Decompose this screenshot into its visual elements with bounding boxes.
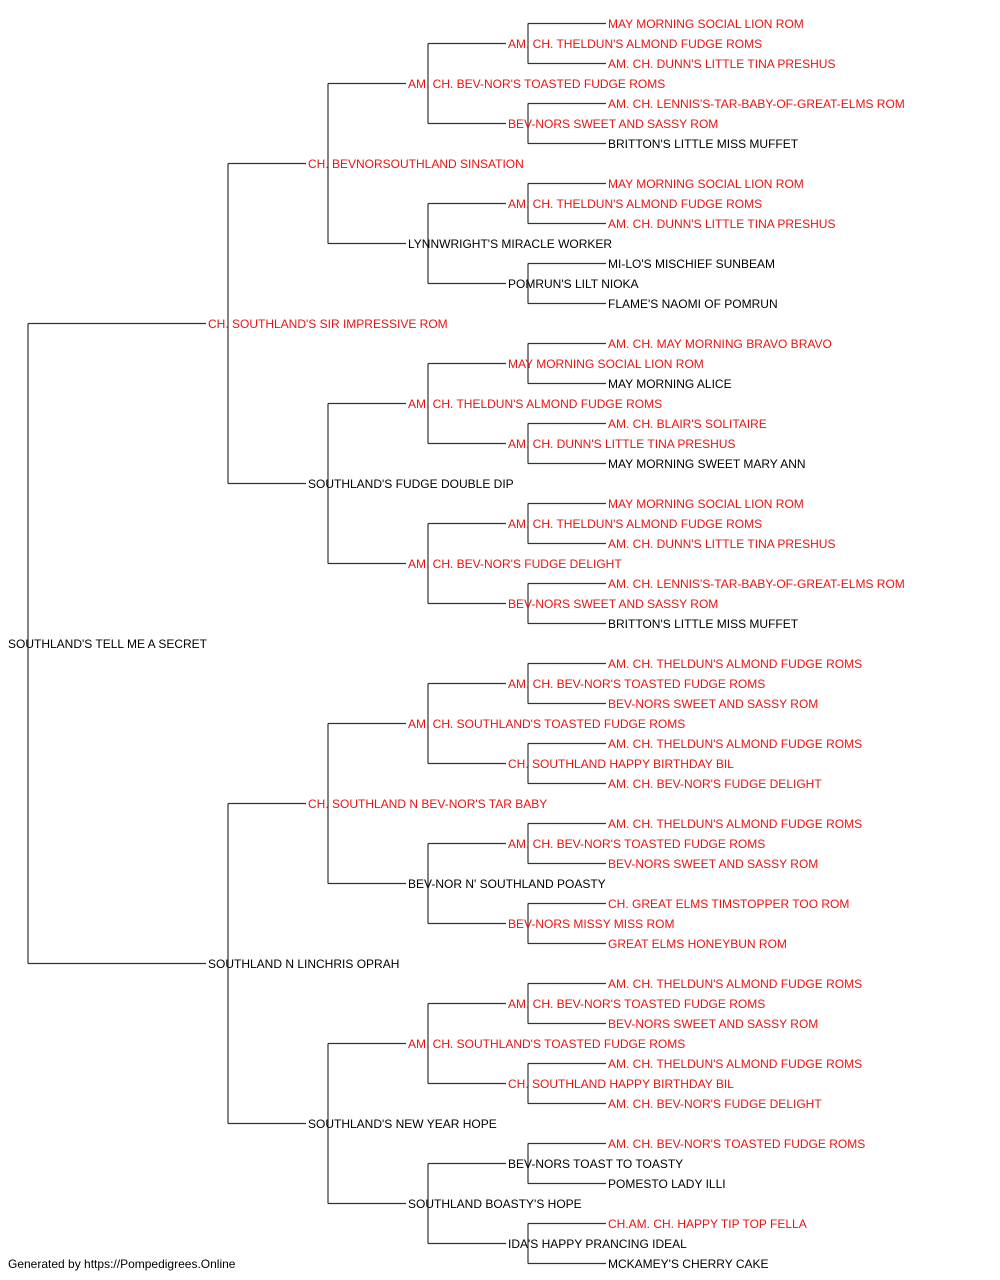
- ancestor-name-gen2: CH. BEVNORSOUTHLAND SINSATION: [308, 156, 524, 171]
- ancestor-name-gen5: AM. CH. MAY MORNING BRAVO BRAVO: [608, 336, 832, 351]
- ancestor-name-gen0: SOUTHLAND'S TELL ME A SECRET: [8, 636, 208, 651]
- ancestor-name-gen3: AM. CH. SOUTHLAND'S TOASTED FUDGE ROMS: [408, 1036, 686, 1051]
- ancestor-name-gen5: AM. CH. LENNIS'S-TAR-BABY-OF-GREAT-ELMS …: [608, 96, 905, 111]
- ancestor-name-gen5: AM. CH. THELDUN'S ALMOND FUDGE ROMS: [608, 656, 863, 671]
- ancestor-name-gen3: SOUTHLAND BOASTY'S HOPE: [408, 1196, 582, 1211]
- ancestor-name-gen4: BEV-NORS TOAST TO TOASTY: [508, 1156, 684, 1171]
- ancestor-name-gen4: BEV-NORS MISSY MISS ROM: [508, 916, 675, 931]
- ancestor-name-gen5: BRITTON'S LITTLE MISS MUFFET: [608, 616, 799, 631]
- ancestor-name-gen4: AM. CH. DUNN'S LITTLE TINA PRESHUS: [508, 436, 736, 451]
- ancestor-name-gen5: BEV-NORS SWEET AND SASSY ROM: [608, 856, 819, 871]
- ancestor-name-gen4: CH. SOUTHLAND HAPPY BIRTHDAY BIL: [508, 756, 734, 771]
- ancestor-name-gen3: BEV-NOR N' SOUTHLAND POASTY: [408, 876, 606, 891]
- ancestor-name-gen3: LYNNWRIGHT'S MIRACLE WORKER: [408, 236, 613, 251]
- ancestor-name-gen5: AM. CH. THELDUN'S ALMOND FUDGE ROMS: [608, 816, 863, 831]
- ancestor-name-gen4: BEV-NORS SWEET AND SASSY ROM: [508, 596, 719, 611]
- ancestor-name-gen4: POMRUN'S LILT NIOKA: [508, 276, 639, 291]
- ancestor-name-gen4: AM. CH. BEV-NOR'S TOASTED FUDGE ROMS: [508, 836, 766, 851]
- ancestor-name-gen5: MCKAMEY'S CHERRY CAKE: [608, 1256, 769, 1271]
- generated-by-footer: Generated by https://Pompedigrees.Online: [8, 1257, 236, 1271]
- ancestor-name-gen4: AM. CH. THELDUN'S ALMOND FUDGE ROMS: [508, 36, 763, 51]
- ancestor-name-gen1: SOUTHLAND N LINCHRIS OPRAH: [208, 956, 400, 971]
- ancestor-name-gen5: AM. CH. THELDUN'S ALMOND FUDGE ROMS: [608, 736, 863, 751]
- ancestor-name-gen5: MI-LO'S MISCHIEF SUNBEAM: [608, 256, 775, 271]
- ancestor-name-gen4: BEV-NORS SWEET AND SASSY ROM: [508, 116, 719, 131]
- ancestor-name-gen5: POMESTO LADY ILLI: [608, 1176, 726, 1191]
- ancestor-name-gen5: AM. CH. BEV-NOR'S FUDGE DELIGHT: [608, 776, 822, 791]
- ancestor-name-gen5: BEV-NORS SWEET AND SASSY ROM: [608, 1016, 819, 1031]
- ancestor-name-gen5: AM. CH. BEV-NOR'S TOASTED FUDGE ROMS: [608, 1136, 866, 1151]
- ancestor-name-gen5: AM. CH. DUNN'S LITTLE TINA PRESHUS: [608, 56, 836, 71]
- ancestor-name-gen5: CH.AM. CH. HAPPY TIP TOP FELLA: [608, 1216, 807, 1231]
- ancestor-name-gen2: SOUTHLAND'S FUDGE DOUBLE DIP: [308, 476, 514, 491]
- ancestor-name-gen4: AM. CH. BEV-NOR'S TOASTED FUDGE ROMS: [508, 996, 766, 1011]
- ancestor-name-gen4: CH. SOUTHLAND HAPPY BIRTHDAY BIL: [508, 1076, 734, 1091]
- ancestor-name-gen3: AM. CH. THELDUN'S ALMOND FUDGE ROMS: [408, 396, 663, 411]
- ancestor-name-gen3: AM. CH. BEV-NOR'S FUDGE DELIGHT: [408, 556, 622, 571]
- ancestor-name-gen5: MAY MORNING SOCIAL LION ROM: [608, 16, 804, 31]
- ancestor-name-gen5: MAY MORNING SWEET MARY ANN: [608, 456, 806, 471]
- ancestor-name-gen1: CH. SOUTHLAND'S SIR IMPRESSIVE ROM: [208, 316, 448, 331]
- ancestor-name-gen3: AM. CH. BEV-NOR'S TOASTED FUDGE ROMS: [408, 76, 666, 91]
- ancestor-name-gen5: BEV-NORS SWEET AND SASSY ROM: [608, 696, 819, 711]
- ancestor-name-gen5: CH. GREAT ELMS TIMSTOPPER TOO ROM: [608, 896, 850, 911]
- ancestor-name-gen5: MAY MORNING SOCIAL LION ROM: [608, 176, 804, 191]
- ancestor-name-gen5: AM. CH. DUNN'S LITTLE TINA PRESHUS: [608, 536, 836, 551]
- ancestor-name-gen3: AM. CH. SOUTHLAND'S TOASTED FUDGE ROMS: [408, 716, 686, 731]
- ancestor-name-gen5: AM. CH. DUNN'S LITTLE TINA PRESHUS: [608, 216, 836, 231]
- ancestor-name-gen5: AM. CH. LENNIS'S-TAR-BABY-OF-GREAT-ELMS …: [608, 576, 905, 591]
- ancestor-name-gen2: SOUTHLAND'S NEW YEAR HOPE: [308, 1116, 497, 1131]
- ancestor-name-gen4: MAY MORNING SOCIAL LION ROM: [508, 356, 704, 371]
- ancestor-name-gen5: FLAME'S NAOMI OF POMRUN: [608, 296, 778, 311]
- ancestor-name-gen5: GREAT ELMS HONEYBUN ROM: [608, 936, 787, 951]
- ancestor-name-gen5: AM. CH. BEV-NOR'S FUDGE DELIGHT: [608, 1096, 822, 1111]
- ancestor-name-gen5: MAY MORNING SOCIAL LION ROM: [608, 496, 804, 511]
- ancestor-name-gen2: CH. SOUTHLAND N BEV-NOR'S TAR BABY: [308, 796, 548, 811]
- ancestor-name-gen4: IDA'S HAPPY PRANCING IDEAL: [508, 1236, 687, 1251]
- ancestor-name-gen5: AM. CH. THELDUN'S ALMOND FUDGE ROMS: [608, 1056, 863, 1071]
- ancestor-name-gen5: BRITTON'S LITTLE MISS MUFFET: [608, 136, 799, 151]
- ancestor-name-gen5: MAY MORNING ALICE: [608, 376, 732, 391]
- ancestor-name-gen5: AM. CH. BLAIR'S SOLITAIRE: [608, 416, 767, 431]
- ancestor-name-gen4: AM. CH. BEV-NOR'S TOASTED FUDGE ROMS: [508, 676, 766, 691]
- ancestor-name-gen4: AM. CH. THELDUN'S ALMOND FUDGE ROMS: [508, 196, 763, 211]
- ancestor-name-gen4: AM. CH. THELDUN'S ALMOND FUDGE ROMS: [508, 516, 763, 531]
- ancestor-name-gen5: AM. CH. THELDUN'S ALMOND FUDGE ROMS: [608, 976, 863, 991]
